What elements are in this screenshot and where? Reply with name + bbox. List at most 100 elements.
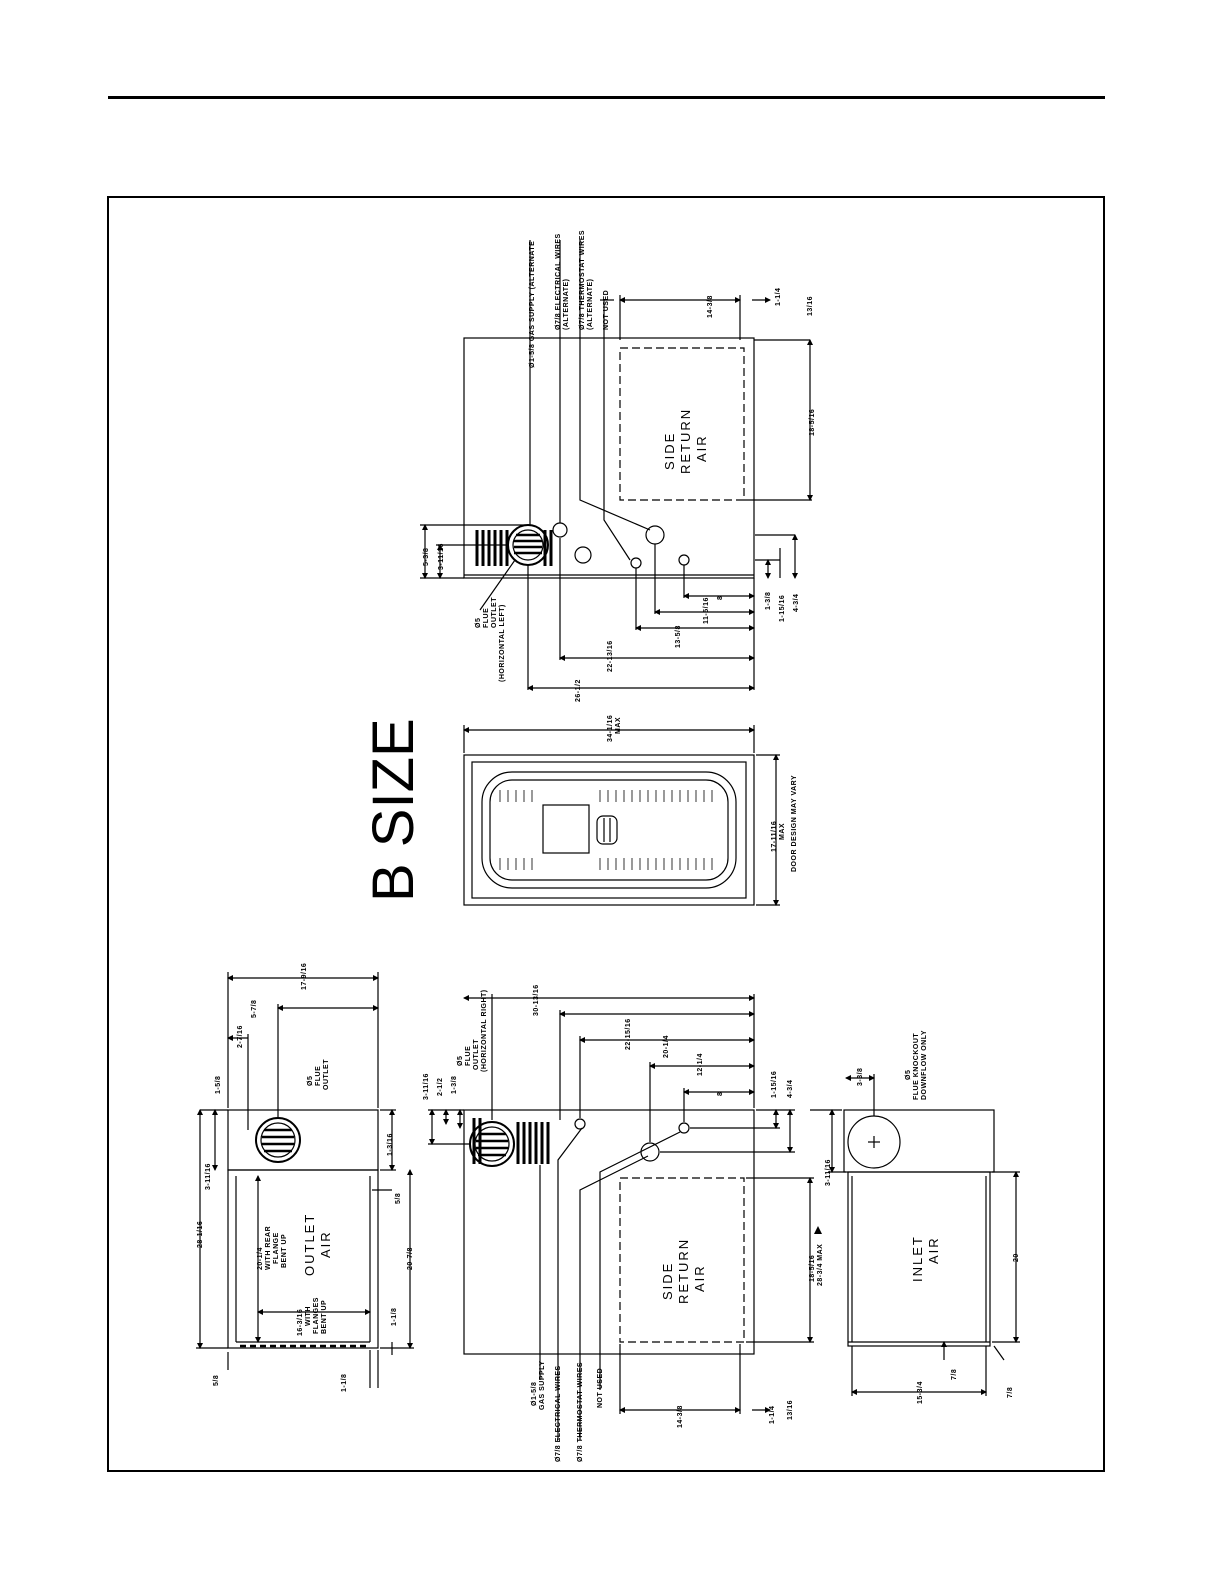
dim-3-3-8: 3-3/8: [857, 1068, 864, 1086]
inlet-flue-2: FLUE KNOCKOUT: [913, 1033, 920, 1100]
dim-1-3-8-b: 1-3/8: [451, 1076, 458, 1094]
drawing-frame: [107, 196, 1105, 1472]
rear-flange-2: WITH REAR: [265, 1226, 272, 1270]
dim-18-5-16: 18-5/16: [809, 409, 816, 436]
side-return-b2: RETURN: [676, 1238, 691, 1304]
rear-flange-4: BENT UP: [281, 1234, 288, 1268]
rear-flange-1: 20-1/4: [257, 1247, 264, 1270]
bm-callout-gas-1: Ø1-5/8: [531, 1382, 538, 1406]
door-design-note: DOOR DESIGN MAY VARY: [791, 775, 798, 872]
dim-5-8-a: 5/8: [395, 1193, 402, 1204]
inlet-air-1: INLET: [910, 1235, 925, 1282]
dim-7-8-b: 7/8: [1007, 1387, 1014, 1398]
dim-14-3-8: 14-3/8: [707, 295, 714, 318]
dim-5-8-b: 5/8: [213, 1375, 220, 1386]
dim-1-3-16: 1-3/16: [387, 1133, 394, 1156]
dim-3-11-16: 3-11/16: [438, 543, 445, 570]
bm-callout-gas-2: GAS SUPPLY: [539, 1361, 546, 1410]
bm-flue-2: FLUE: [465, 1046, 472, 1066]
bm-callout-elec: Ø7/8 ELECTRICAL WIRES: [555, 1365, 562, 1462]
dim-18-5-16-b: 18-5/16: [809, 1255, 816, 1282]
dim-max-1: MAX: [615, 717, 622, 734]
dim-4-3-4-b: 4-3/4: [787, 1080, 794, 1098]
side-return-b3: AIR: [692, 1264, 707, 1292]
side-flanges-2: WITH: [305, 1306, 312, 1326]
dim-20-7-8: 20-7/8: [407, 1247, 414, 1270]
dim-20-1-4: 20-1/4: [663, 1035, 670, 1058]
dim-3-11-16-b: 3-11/16: [423, 1073, 430, 1100]
callout-gas-alt: Ø1-5/8 GAS SUPPLY (ALTERNATE: [529, 241, 536, 368]
rear-flange-3: FLANGE: [273, 1232, 280, 1264]
dim-26-1-2: 26-1/2: [575, 679, 582, 702]
side-flanges-1: 16-3/16: [297, 1309, 304, 1336]
dim-17-11-16: 17-11/16: [771, 821, 778, 852]
dim-8: 8: [717, 596, 724, 600]
dim-1-1-8-a: 1-1/8: [391, 1308, 398, 1326]
dim-15-3-4: 15-3/4: [917, 1381, 924, 1404]
dim-5-3-8: 5-3/8: [423, 548, 430, 566]
dim-11-5-16: 11-5/16: [703, 597, 710, 624]
front-view: [463, 725, 780, 906]
dim-1-1-4: 1-1/4: [775, 288, 782, 306]
flue-label-2: FLUE: [483, 608, 490, 628]
dim-22-13-16: 22-13/16: [607, 640, 614, 672]
bm-callout-not-used: NOT USED: [597, 1368, 604, 1408]
dim-1-5-8: 1-5/8: [215, 1076, 222, 1094]
dim-2-1-2: 2-1/2: [437, 1078, 444, 1096]
dim-1-3-8: 1-3/8: [765, 592, 772, 610]
dim-13-16: 13/16: [807, 296, 814, 316]
side-return-b1: SIDE: [660, 1262, 675, 1300]
dim-17-9-16: 17-9/16: [301, 963, 308, 990]
callout-tstat-alt: Ø7/8 THERMOSTAT WIRES: [579, 230, 586, 330]
bm-callout-tstat: Ø7/8 THERMOSTAT WIRES: [577, 1362, 584, 1462]
side-flanges-4: BENT UP: [321, 1300, 328, 1334]
bm-flue-1: Ø5: [457, 1056, 464, 1066]
callout-elec-alt-2: (ALTERNATE): [563, 278, 570, 330]
side-return-3: AIR: [694, 434, 709, 462]
dim-34-1-16: 34-1/16: [607, 715, 614, 742]
inlet-view: [810, 1074, 1020, 1396]
outlet-flue-2: FLUE: [315, 1066, 322, 1086]
dim-1-15-16: 1-15/16: [779, 595, 786, 622]
outlet-flue-1: Ø5: [307, 1076, 314, 1086]
dim-13-5-8: 13-5/8: [675, 625, 682, 648]
dim-7-8-a: 7/8: [951, 1369, 958, 1380]
dim-4-3-4: 4-3/4: [793, 594, 800, 612]
dim-1-1-4-b: 1-1/4: [769, 1406, 776, 1424]
dim-30-13-16: 30-13/16: [533, 984, 540, 1016]
dim-8-b: 8: [717, 1092, 724, 1096]
dim-20: 20: [1013, 1253, 1020, 1262]
side-return-2: RETURN: [678, 408, 693, 474]
flue-label-3: OUTLET: [491, 597, 498, 628]
dim-5-7-8: 5-7/8: [251, 1000, 258, 1018]
callout-elec-alt: Ø7/8 ELECTRICAL WIRES: [555, 233, 562, 330]
dim-3-11-16-inlet: 3-11/16: [825, 1159, 832, 1186]
outlet-flue-3: OUTLET: [323, 1059, 330, 1090]
dim-max-2: MAX: [779, 823, 786, 840]
title: B SIZE: [361, 718, 426, 902]
flue-label-4: (HORIZONTAL LEFT): [499, 604, 506, 682]
inlet-flue-3: DOWNFLOW ONLY: [921, 1030, 928, 1100]
outlet-view: [196, 972, 414, 1388]
dim-14-3-8-b: 14-3/8: [677, 1405, 684, 1428]
dim-2-7-16: 2-7/16: [237, 1025, 244, 1048]
top-right-view: [420, 240, 813, 691]
bm-flue-3: OUTLET: [473, 1039, 480, 1070]
flue-label-1: Ø5: [475, 618, 482, 628]
dim-12-1-4: 12-1/4: [697, 1053, 704, 1076]
inlet-air-2: AIR: [926, 1236, 941, 1264]
dim-22-15-16: 22-15/16: [625, 1018, 632, 1050]
bm-flue-4: (HORIZONTAL RIGHT): [481, 989, 488, 1072]
callout-not-used: NOT USED: [603, 290, 610, 330]
bottom-mid-view: [428, 994, 814, 1440]
max-height-marker: [814, 1226, 822, 1234]
callout-tstat-alt-2: (ALTERNATE): [587, 278, 594, 330]
side-flanges-3: FLANGES: [313, 1297, 320, 1334]
outlet-air-1: OUTLET: [302, 1213, 317, 1276]
dim-28-3-4-max: 28-3/4 MAX: [817, 1244, 824, 1286]
dim-1-15-16-b: 1-15/16: [771, 1071, 778, 1098]
dim-28-1-16: 28-1/16: [197, 1221, 204, 1248]
dim-1-1-8-b: 1-1/8: [341, 1374, 348, 1392]
header-rule: [108, 96, 1105, 99]
